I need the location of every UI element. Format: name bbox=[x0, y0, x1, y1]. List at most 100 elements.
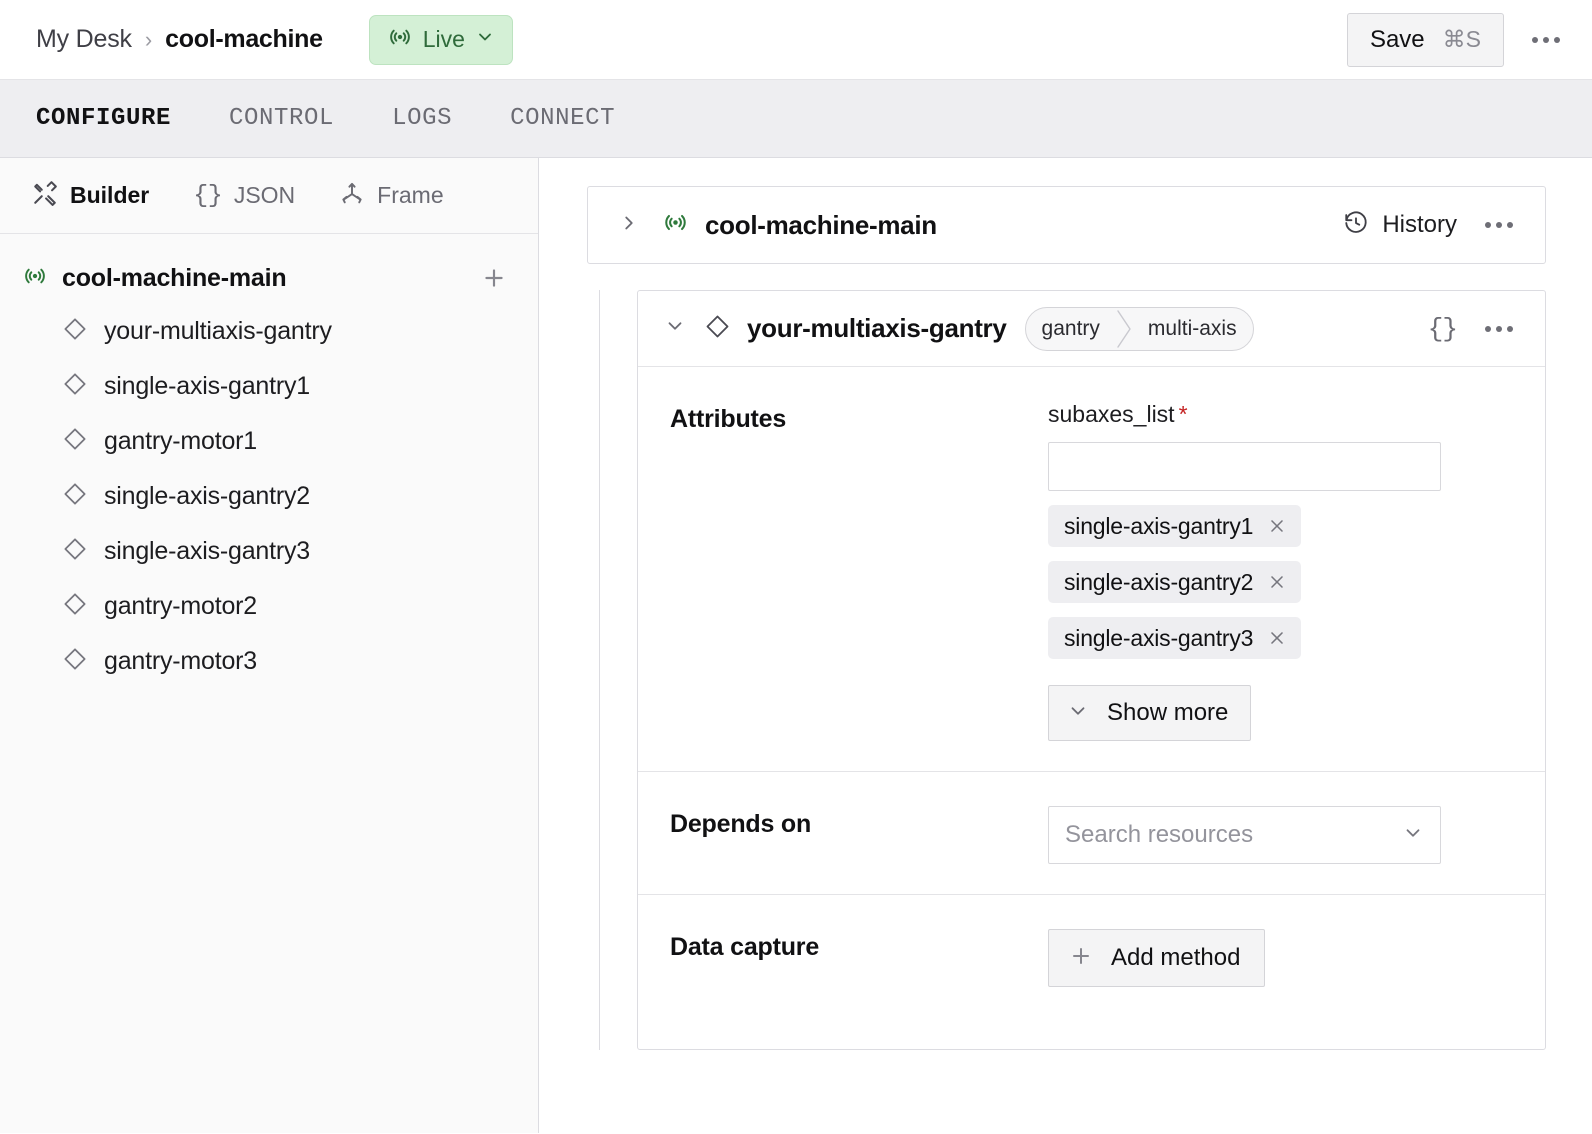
resource-type-segment-api: multi-axis bbox=[1147, 316, 1237, 340]
body-split: Builder { } JSON Frame bbox=[0, 158, 1592, 1133]
tag-item[interactable]: single-axis-gantry3 bbox=[1048, 617, 1302, 659]
chevron-right-icon[interactable] bbox=[618, 212, 640, 239]
broadcast-icon bbox=[387, 24, 413, 55]
resource-more-button[interactable] bbox=[1477, 307, 1521, 351]
show-more-label: Show more bbox=[1107, 699, 1229, 726]
braces-icon: { } bbox=[193, 181, 223, 210]
sidebar-item-label: single-axis-gantry1 bbox=[104, 372, 311, 400]
resource-tree: cool-machine-main your-multiaxis-gantry … bbox=[0, 234, 538, 689]
add-method-button[interactable]: Add method bbox=[1048, 929, 1266, 987]
pill-divider-chevron-icon bbox=[1116, 308, 1132, 350]
diamond-icon bbox=[62, 591, 88, 622]
axes-icon bbox=[339, 180, 365, 211]
breadcrumb-root[interactable]: My Desk bbox=[36, 25, 132, 53]
tree-root-cool-machine-main[interactable]: cool-machine-main bbox=[0, 252, 538, 304]
subaxes-list-input[interactable] bbox=[1048, 442, 1441, 491]
diamond-icon bbox=[62, 426, 88, 457]
diamond-icon bbox=[62, 316, 88, 347]
attributes-body: subaxes_list* single-axis-gantry1 single bbox=[1048, 401, 1521, 741]
resource-card: your-multiaxis-gantry gantry multi-axis … bbox=[637, 290, 1546, 1050]
mode-frame[interactable]: Frame bbox=[339, 180, 444, 211]
tab-control[interactable]: CONTROL bbox=[229, 105, 335, 132]
sidebar-item-gantry-motor2[interactable]: gantry-motor2 bbox=[0, 579, 538, 634]
chevron-down-icon bbox=[1067, 700, 1089, 727]
subaxes-tag-list: single-axis-gantry3 bbox=[1048, 603, 1521, 659]
sidebar-item-gantry-motor3[interactable]: gantry-motor3 bbox=[0, 634, 538, 689]
data-capture-title: Data capture bbox=[670, 933, 820, 961]
close-icon[interactable] bbox=[1267, 572, 1287, 592]
machine-name: cool-machine-main bbox=[705, 209, 937, 240]
tag-label: single-axis-gantry3 bbox=[1064, 624, 1254, 651]
broadcast-icon bbox=[662, 209, 689, 241]
data-capture-section: Data capture Add method bbox=[638, 895, 1545, 1017]
tag-label: single-axis-gantry2 bbox=[1064, 568, 1254, 595]
resource-name: your-multiaxis-gantry bbox=[747, 313, 1007, 343]
depends-on-body: Search resources bbox=[1048, 806, 1521, 864]
resource-rail-wrap: your-multiaxis-gantry gantry multi-axis … bbox=[587, 290, 1546, 1050]
diamond-icon bbox=[62, 646, 88, 677]
field-name-text: subaxes_list bbox=[1048, 401, 1175, 427]
resource-type-segment-model: gantry bbox=[1041, 316, 1100, 340]
sidebar-item-single-axis-gantry2[interactable]: single-axis-gantry2 bbox=[0, 469, 538, 524]
required-asterisk: * bbox=[1178, 401, 1188, 427]
subaxes-tag-list: single-axis-gantry2 bbox=[1048, 547, 1521, 603]
broadcast-icon bbox=[22, 263, 48, 294]
topbar-more-button[interactable] bbox=[1524, 18, 1568, 62]
sidebar-item-your-multiaxis-gantry[interactable]: your-multiaxis-gantry bbox=[0, 304, 538, 359]
live-status-dropdown[interactable]: Live bbox=[368, 14, 513, 65]
clock-rewind-icon bbox=[1343, 210, 1369, 241]
tab-configure[interactable]: CONFIGURE bbox=[36, 105, 172, 132]
close-icon[interactable] bbox=[1267, 516, 1287, 536]
sidebar-item-gantry-motor1[interactable]: gantry-motor1 bbox=[0, 414, 538, 469]
save-label: Save bbox=[1369, 25, 1425, 53]
diamond-icon bbox=[62, 481, 88, 512]
sidebar-item-label: gantry-motor3 bbox=[104, 647, 258, 675]
tag-item[interactable]: single-axis-gantry1 bbox=[1048, 505, 1302, 547]
plus-icon bbox=[1069, 944, 1093, 973]
history-button[interactable]: History bbox=[1343, 210, 1457, 241]
sidebar-item-single-axis-gantry1[interactable]: single-axis-gantry1 bbox=[0, 359, 538, 414]
sidebar-item-label: your-multiaxis-gantry bbox=[104, 317, 332, 345]
resource-card-header: your-multiaxis-gantry gantry multi-axis … bbox=[638, 291, 1545, 367]
sidebar-item-label: gantry-motor2 bbox=[104, 592, 258, 620]
chevron-down-icon bbox=[1402, 822, 1424, 849]
history-label: History bbox=[1382, 211, 1457, 238]
search-resources-placeholder: Search resources bbox=[1065, 821, 1254, 848]
depends-on-title: Depends on bbox=[670, 810, 812, 838]
save-shortcut: ⌘S bbox=[1442, 26, 1481, 52]
save-button[interactable]: Save ⌘S bbox=[1346, 12, 1504, 67]
search-resources-select[interactable]: Search resources bbox=[1048, 806, 1441, 864]
main-tab-bar: CONFIGURE CONTROL LOGS CONNECT bbox=[0, 80, 1592, 158]
mode-builder-label: Builder bbox=[70, 182, 150, 208]
mode-json[interactable]: { } JSON bbox=[193, 181, 295, 210]
mode-builder[interactable]: Builder bbox=[32, 180, 149, 211]
sidebar-mode-switcher: Builder { } JSON Frame bbox=[0, 158, 538, 234]
sidebar-item-single-axis-gantry3[interactable]: single-axis-gantry3 bbox=[0, 524, 538, 579]
add-method-label: Add method bbox=[1111, 944, 1241, 971]
main-panel: cool-machine-main History bbox=[539, 158, 1592, 1133]
subaxes-list-label: subaxes_list* bbox=[1048, 401, 1521, 428]
braces-icon[interactable]: {} bbox=[1427, 313, 1458, 344]
subaxes-tag-list: single-axis-gantry1 bbox=[1048, 491, 1521, 547]
resource-type-pill: gantry multi-axis bbox=[1024, 306, 1254, 351]
machine-more-button[interactable] bbox=[1477, 203, 1521, 247]
chevron-down-icon bbox=[475, 27, 495, 52]
tab-connect[interactable]: CONNECT bbox=[510, 105, 616, 132]
show-more-button[interactable]: Show more bbox=[1048, 685, 1252, 741]
mode-frame-label: Frame bbox=[377, 182, 444, 208]
chevron-down-icon[interactable] bbox=[664, 315, 686, 342]
sidebar-item-label: gantry-motor1 bbox=[104, 427, 258, 455]
machine-header-card: cool-machine-main History bbox=[587, 186, 1546, 264]
tab-logs[interactable]: LOGS bbox=[392, 105, 453, 132]
sidebar: Builder { } JSON Frame bbox=[0, 158, 539, 1133]
tag-item[interactable]: single-axis-gantry2 bbox=[1048, 561, 1302, 603]
tag-label: single-axis-gantry1 bbox=[1064, 512, 1254, 539]
sidebar-item-label: single-axis-gantry2 bbox=[104, 482, 311, 510]
add-resource-button[interactable] bbox=[476, 260, 512, 296]
close-icon[interactable] bbox=[1267, 628, 1287, 648]
breadcrumb-current: cool-machine bbox=[165, 25, 323, 53]
diamond-icon bbox=[704, 313, 731, 345]
tree-root-label: cool-machine-main bbox=[62, 263, 287, 292]
breadcrumb-separator: › bbox=[144, 26, 153, 52]
top-bar: My Desk › cool-machine Live Save ⌘S bbox=[0, 0, 1592, 80]
